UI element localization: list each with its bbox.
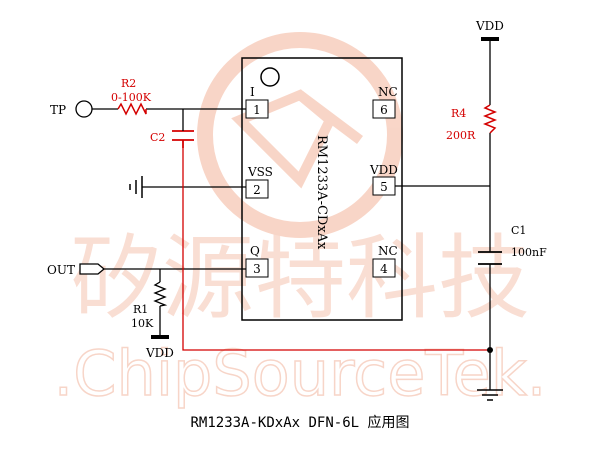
watermark-logo xyxy=(197,32,403,238)
out-label: OUT xyxy=(47,263,75,277)
pin2-number: 2 xyxy=(253,183,261,197)
pin5-number: 5 xyxy=(380,180,388,194)
diagram-caption: RM1233A-KDxAx DFN-6L 应用图 xyxy=(190,414,409,431)
ground-right-icon xyxy=(477,389,503,401)
r4-value-label: 200R xyxy=(446,129,476,142)
pin6-name: NC xyxy=(378,85,398,99)
r1-resistor-icon xyxy=(153,281,168,307)
vdd-top-bar-icon xyxy=(481,37,499,41)
red-wire xyxy=(182,148,490,351)
ic-body xyxy=(241,57,403,321)
out-connector-icon xyxy=(79,263,106,275)
pin6-number: 6 xyxy=(380,103,388,117)
junction-dot xyxy=(487,347,493,353)
watermark-latin: .ChipSourceTek. xyxy=(54,337,547,410)
tp-probe-icon xyxy=(75,100,93,118)
c2-capacitor-icon xyxy=(172,120,194,148)
r2-resistor-icon xyxy=(117,102,147,116)
r4-ref-label: R4 xyxy=(451,107,466,120)
r1-ref-label: R1 xyxy=(133,303,148,316)
pin3-name: Q xyxy=(250,244,260,258)
r2-value-label: 0-100K xyxy=(111,91,152,104)
pin2-box xyxy=(245,179,269,199)
pin4-name: NC xyxy=(378,244,398,258)
pin3-number: 3 xyxy=(253,262,261,276)
pin1-number: 1 xyxy=(253,103,261,117)
vdd-top-label: VDD xyxy=(475,19,504,33)
vdd-bottom-label: VDD xyxy=(145,346,174,360)
ground-icon xyxy=(129,176,143,198)
watermark: 矽源特科技 .ChipSourceTek. xyxy=(53,32,547,411)
pin1-marker xyxy=(260,67,280,87)
c1-capacitor-icon xyxy=(478,251,502,265)
c2-ref-label: C2 xyxy=(150,131,165,144)
pin2-name: VSS xyxy=(247,165,273,179)
pin6-box xyxy=(372,99,396,119)
pin5-name: VDD xyxy=(369,163,398,177)
r2-ref-label: R2 xyxy=(121,77,136,90)
r1-value-label: 10K xyxy=(131,317,154,330)
c1-value-label: 100nF xyxy=(511,246,547,259)
pin4-box xyxy=(372,258,396,278)
pin1-name: I xyxy=(250,85,255,99)
watermark-chinese: 矽源特科技 xyxy=(70,225,530,332)
c1-ref-label: C1 xyxy=(511,224,526,237)
tp-label: TP xyxy=(50,103,66,117)
ic-part-number: RM1233A-CDxAx xyxy=(314,135,329,250)
vdd-bottom-bar-icon xyxy=(151,335,169,339)
r4-resistor-icon xyxy=(482,104,498,134)
pin3-box xyxy=(245,258,269,278)
pin4-number: 4 xyxy=(380,262,388,276)
wires xyxy=(92,40,491,390)
